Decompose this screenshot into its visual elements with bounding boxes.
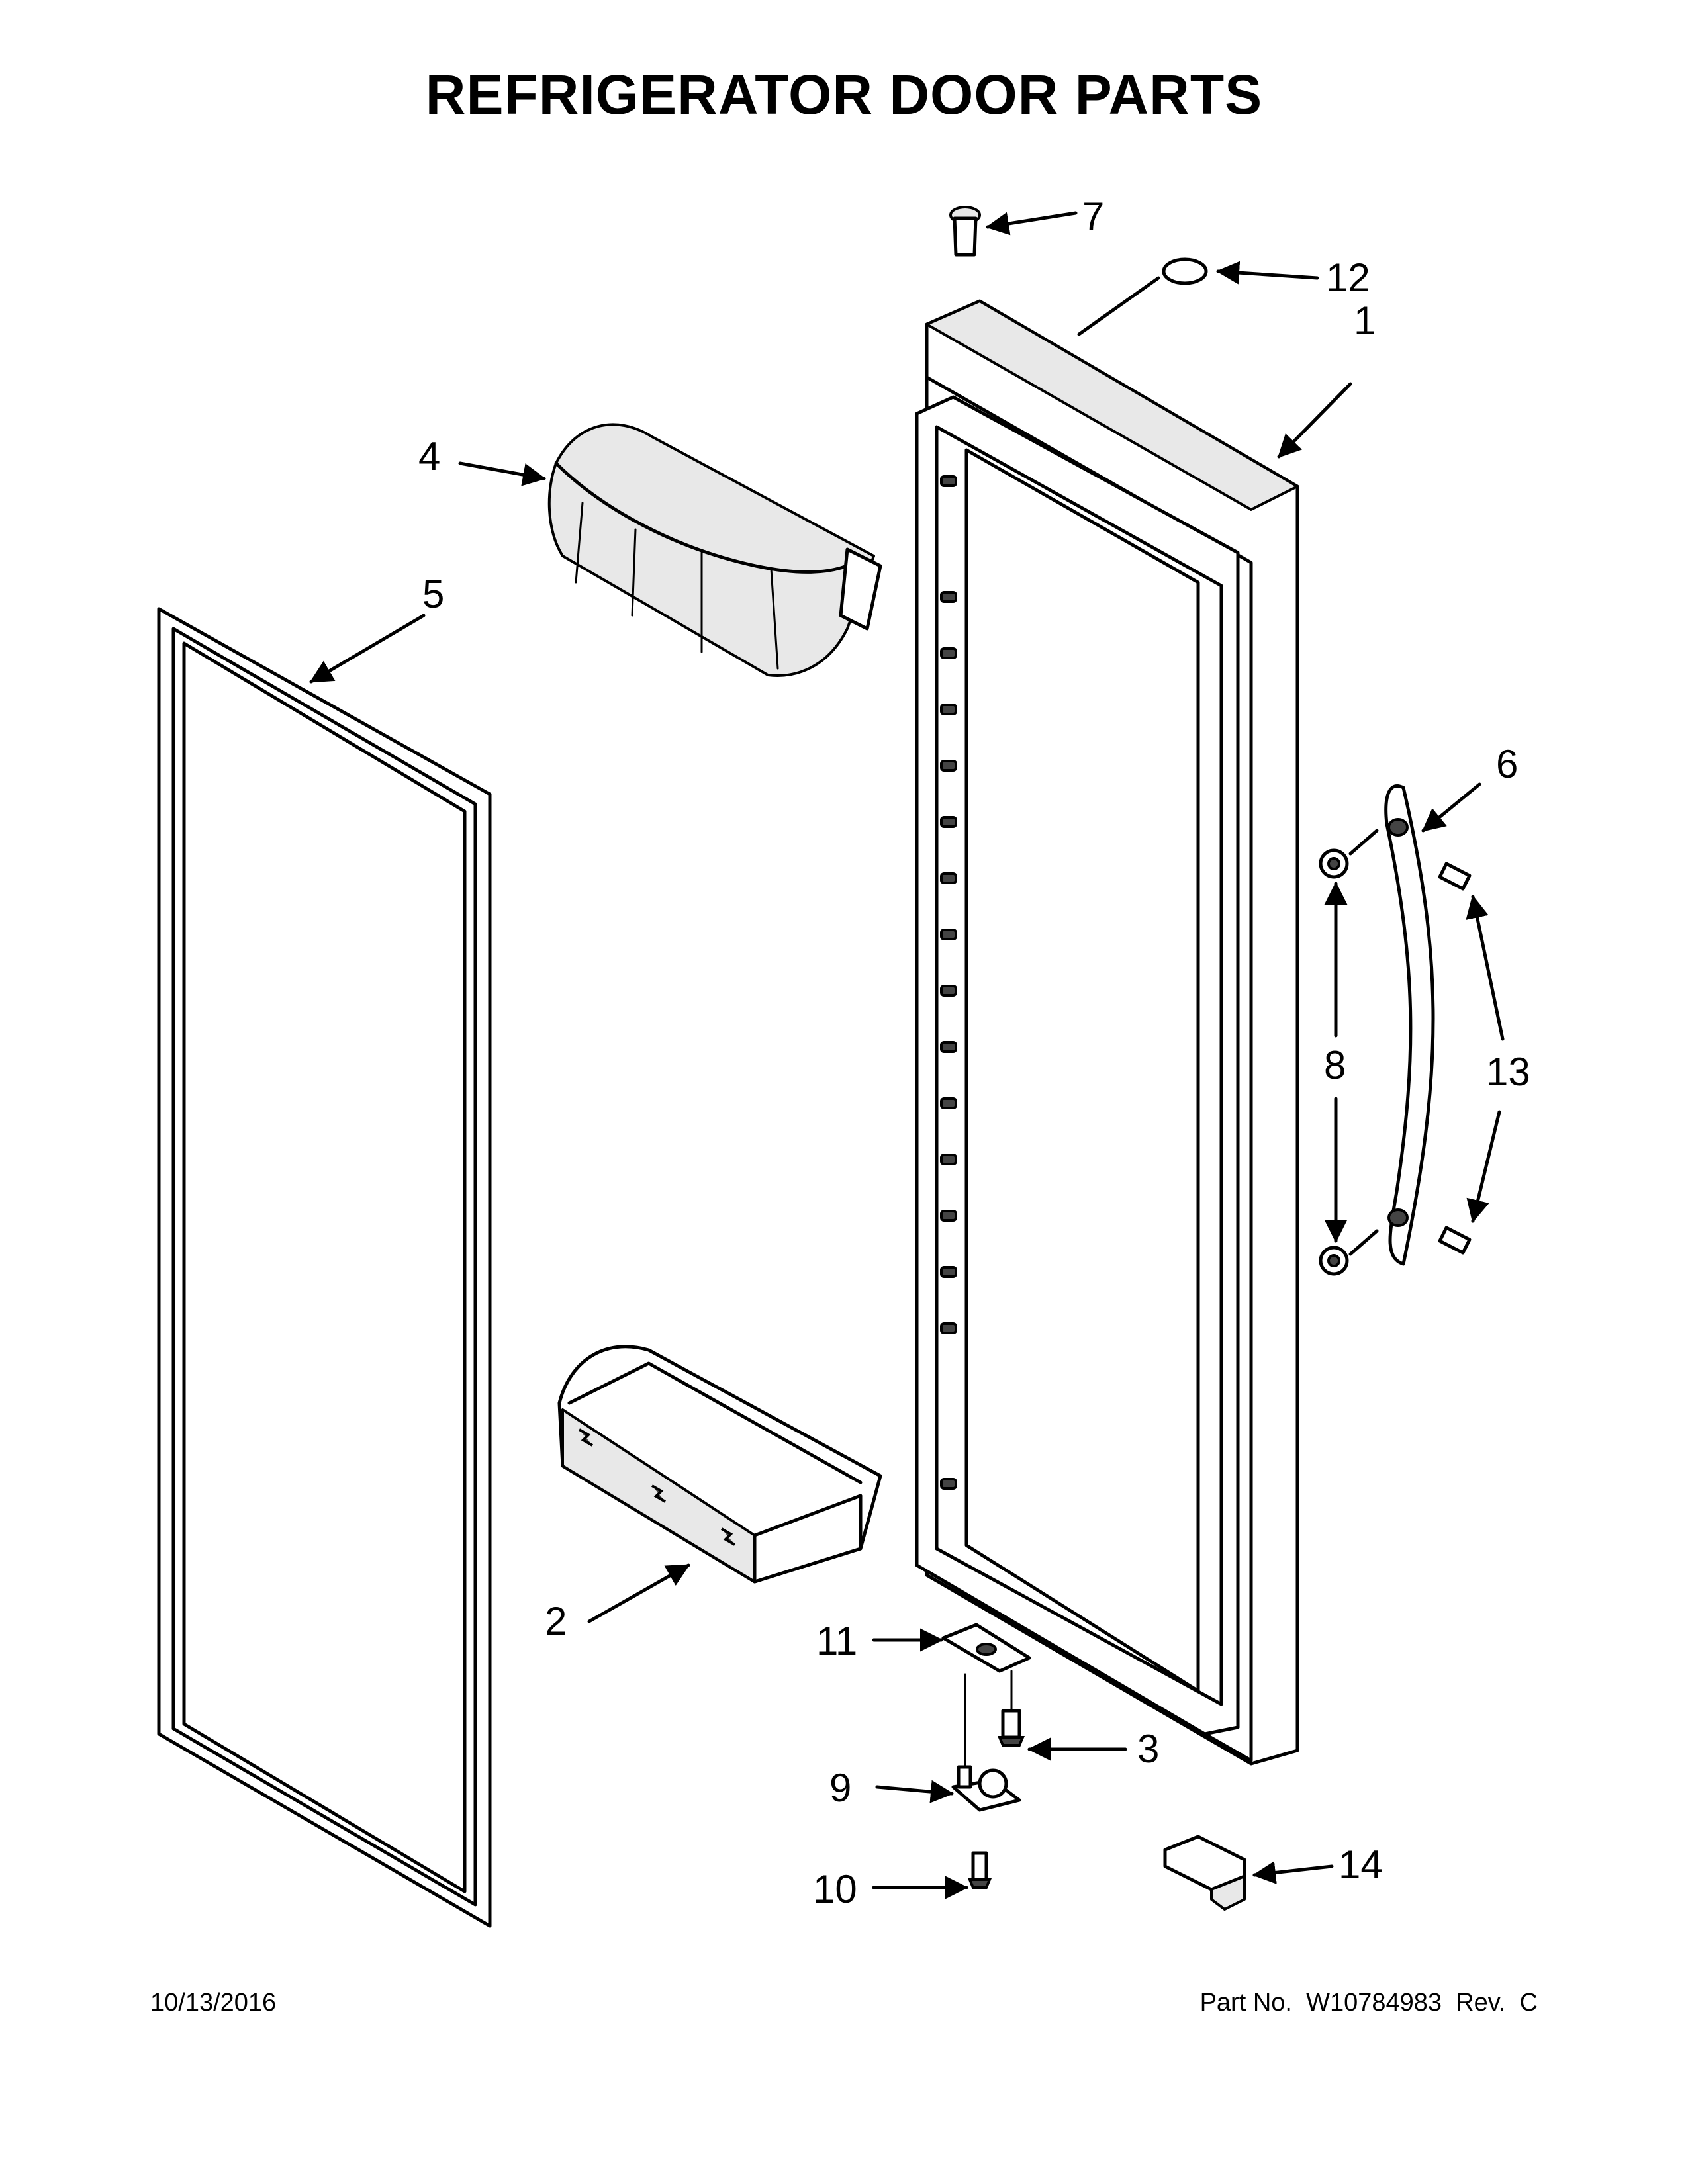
bottom-hinge-part [951,1765,1021,1812]
callout-10: 10 [813,1867,857,1911]
callout-6: 6 [1496,742,1518,786]
top-seal-part [1162,257,1208,285]
handle-mount-studs-part [1319,848,1349,1276]
door-handle-part [1384,784,1435,1266]
hinge-bushing-part [949,206,981,257]
hinge-screw-part [998,1670,1025,1747]
shelf-ladder-clips [940,475,957,1490]
callout-11: 11 [816,1619,857,1663]
upper-door-bin-part [547,423,882,677]
callout-7: 7 [1082,194,1104,238]
door-assembly-part [915,299,1299,1766]
callout-9: 9 [829,1766,851,1810]
hinge-bracket-plate-part [941,1623,1031,1775]
callout-1: 1 [1354,298,1376,343]
callout-12: 12 [1326,255,1370,300]
footer-date: 10/13/2016 [150,1989,277,2017]
callout-3: 3 [1137,1727,1159,1771]
callout-13: 13 [1486,1050,1530,1094]
callout-14: 14 [1338,1843,1383,1887]
page-title: REFRIGERATOR DOOR PARTS [425,64,1263,126]
door-gasket-part [157,607,492,1928]
leader-lines [309,211,1505,1899]
callout-2: 2 [545,1599,567,1643]
set-screws-part [1438,862,1472,1255]
lower-door-bin-part [557,1345,882,1584]
footer-part-number: Part No. W10784983 Rev. C [1199,1989,1538,2017]
bottom-hinge-screw-part [968,1851,992,1889]
door-stop-part [1163,1835,1246,1911]
callout-4: 4 [418,434,440,478]
callout-8: 8 [1324,1043,1346,1087]
callout-5: 5 [422,572,444,616]
